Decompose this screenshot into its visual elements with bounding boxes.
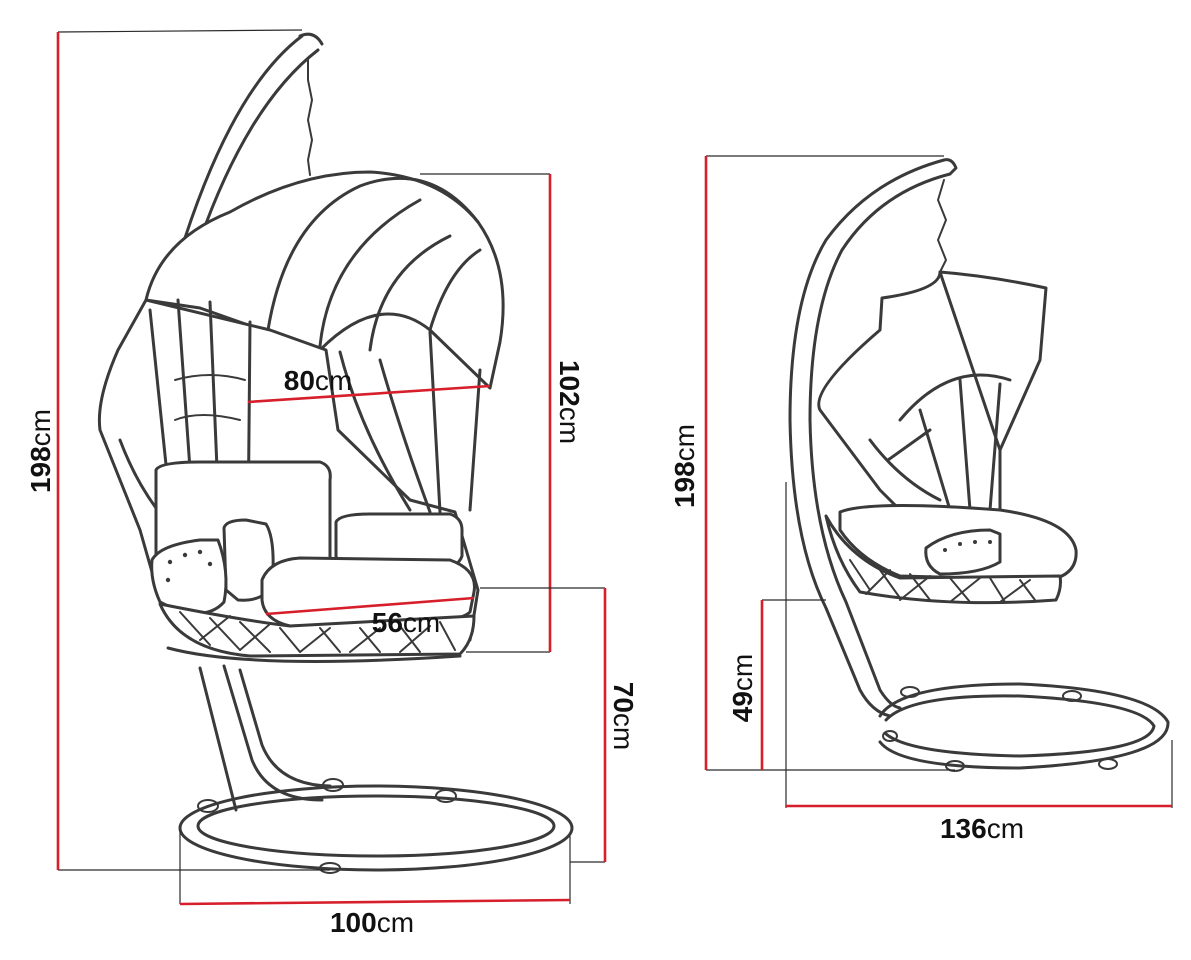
- front-inner-width-dimension: [247, 384, 491, 404]
- front-armrest: [150, 538, 228, 616]
- front-seat-depth-label: 56cm: [372, 607, 440, 638]
- side-base-depth-label: 136cm: [940, 813, 1024, 844]
- front-total-height-label: 198cm: [25, 409, 56, 493]
- front-base-width-dimension: [179, 830, 571, 906]
- side-cage: [817, 270, 1048, 532]
- side-seat-height-label: 49cm: [727, 654, 758, 722]
- front-total-height-dimension: [56, 29, 330, 871]
- front-seat-cushion: [260, 556, 476, 628]
- front-inner-width-label: 80cm: [284, 365, 352, 396]
- front-view-chair: [97, 32, 574, 874]
- front-canopy-height-dimension: [420, 173, 552, 653]
- side-seat-height-dimension: [760, 599, 826, 770]
- front-seat-height-label: 70cm: [608, 682, 639, 750]
- side-basket: [824, 514, 1062, 605]
- front-canopy-height-label: 102cm: [554, 360, 585, 444]
- side-base-depth-dimension: [785, 482, 1173, 808]
- front-base-ring: [178, 778, 574, 874]
- front-base-width-label: 100cm: [330, 907, 414, 938]
- front-stand-post: [198, 664, 332, 812]
- side-stand-arm: [788, 158, 958, 718]
- front-basket: [158, 602, 476, 663]
- front-pillows: [222, 512, 464, 602]
- front-seat-height-dimension: [480, 587, 607, 863]
- front-canopy: [144, 170, 505, 390]
- side-armrest: [924, 528, 1002, 576]
- side-total-height-dimension: [704, 155, 955, 771]
- side-view-chair: [788, 158, 1170, 772]
- front-seat-depth-dimension: [265, 596, 475, 616]
- side-base-ring: [878, 682, 1170, 772]
- side-total-height-label: 198cm: [669, 424, 700, 508]
- front-hanger-arm: [176, 32, 324, 262]
